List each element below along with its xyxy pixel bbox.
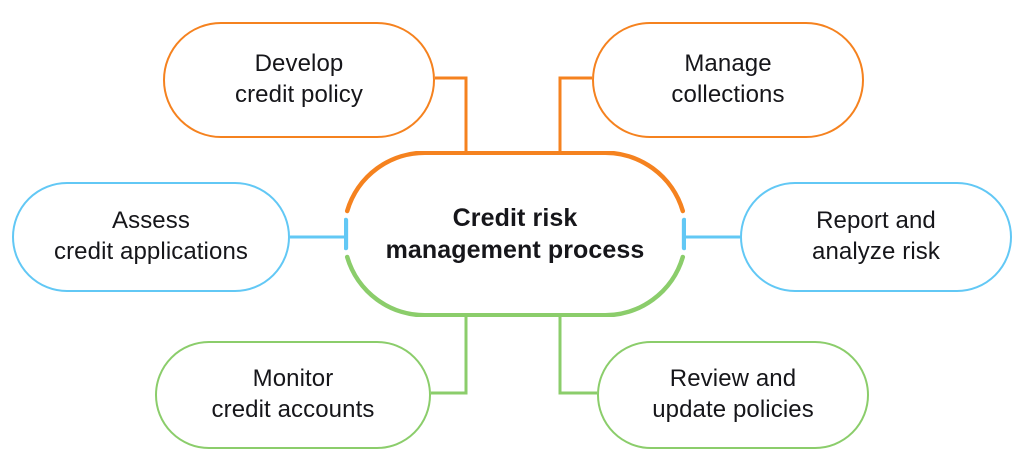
node-report-and-analyze-risk-label: Report and analyze risk (812, 207, 940, 265)
connector-develop-credit-policy (435, 76, 468, 152)
center-hub-label: Credit risk management process (385, 203, 645, 265)
node-report-and-analyze-risk[interactable]: Report and analyze risk (740, 182, 1012, 292)
node-develop-credit-policy-label: Develop credit policy (234, 50, 363, 108)
node-monitor-credit-accounts-label: Monitor credit accounts (211, 365, 375, 423)
node-review-and-update-policies-label: Review and update policies (652, 365, 814, 423)
node-assess-credit-applications-label: Assess credit applications (53, 207, 248, 265)
node-manage-collections[interactable]: Manage collections (592, 22, 864, 138)
center-hub[interactable]: Credit risk management process (344, 151, 686, 317)
node-monitor-credit-accounts[interactable]: Monitor credit accounts (155, 341, 431, 449)
connector-monitor-credit-accounts (431, 316, 468, 395)
node-review-and-update-policies[interactable]: Review and update policies (597, 341, 869, 449)
center-border-top-segment (344, 151, 686, 214)
center-border-bottom-segment (344, 254, 686, 317)
node-manage-collections-label: Manage collections (671, 50, 785, 108)
node-assess-credit-applications[interactable]: Assess credit applications (12, 182, 290, 292)
connector-manage-collections (558, 76, 592, 152)
connector-review-and-update-policies (558, 316, 597, 395)
node-develop-credit-policy[interactable]: Develop credit policy (163, 22, 435, 138)
